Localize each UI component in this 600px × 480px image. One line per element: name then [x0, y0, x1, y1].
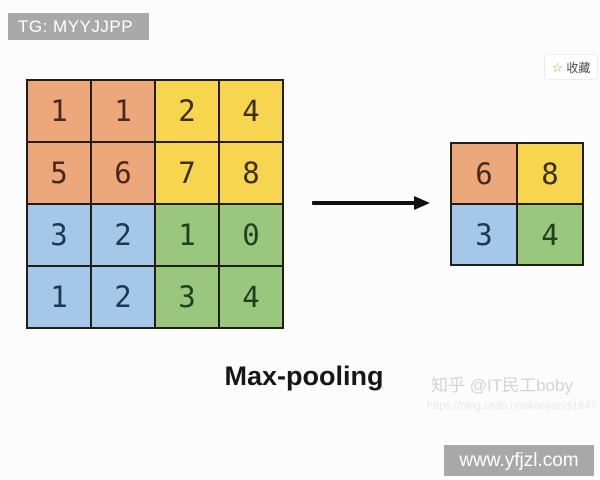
- output-cell-r1c1: 4: [518, 205, 582, 264]
- input-cell-r1c0: 5: [28, 143, 90, 203]
- watermark-site-text: www.yfjzl.com: [459, 449, 579, 471]
- watermark-site-badge: www.yfjzl.com: [444, 445, 594, 476]
- input-cell-r0c2: 2: [156, 81, 218, 141]
- input-cell-r2c1: 2: [92, 205, 154, 265]
- input-cell-r1c3: 8: [220, 143, 282, 203]
- output-grid: 6 8 3 4: [450, 142, 584, 266]
- input-grid: 1 1 2 4 5 6 7 8 3 2 1 0 1 2 3 4: [26, 79, 284, 329]
- input-cell-r3c2: 3: [156, 267, 218, 327]
- favorite-button[interactable]: ☆ 收藏: [544, 54, 598, 80]
- input-cell-r3c1: 2: [92, 267, 154, 327]
- input-cell-r3c3: 4: [220, 267, 282, 327]
- input-cell-r0c3: 4: [220, 81, 282, 141]
- tg-label-text: TG: MYYJJPP: [18, 16, 134, 36]
- tg-label: TG: MYYJJPP: [8, 13, 149, 40]
- watermark-author: 知乎 @IT民工boby: [431, 376, 573, 395]
- input-cell-r0c0: 1: [28, 81, 90, 141]
- input-cell-r0c1: 1: [92, 81, 154, 141]
- input-cell-r1c1: 6: [92, 143, 154, 203]
- input-cell-r3c0: 1: [28, 267, 90, 327]
- output-cell-r0c0: 6: [452, 144, 516, 203]
- output-cell-r1c0: 3: [452, 205, 516, 264]
- arrow-head: [414, 196, 430, 210]
- watermark-url: https://blog.csdn.net/kanjianqi1847: [427, 400, 597, 412]
- arrow-line: [312, 201, 416, 205]
- output-cell-r0c1: 8: [518, 144, 582, 203]
- input-cell-r2c0: 3: [28, 205, 90, 265]
- right-arrow-icon: [312, 196, 430, 210]
- favorite-button-label: 收藏: [566, 60, 591, 75]
- star-icon: ☆: [551, 59, 564, 75]
- caption-max-pooling: Max-pooling: [224, 361, 384, 391]
- input-cell-r2c3: 0: [220, 205, 282, 265]
- input-cell-r1c2: 7: [156, 143, 218, 203]
- input-cell-r2c2: 1: [156, 205, 218, 265]
